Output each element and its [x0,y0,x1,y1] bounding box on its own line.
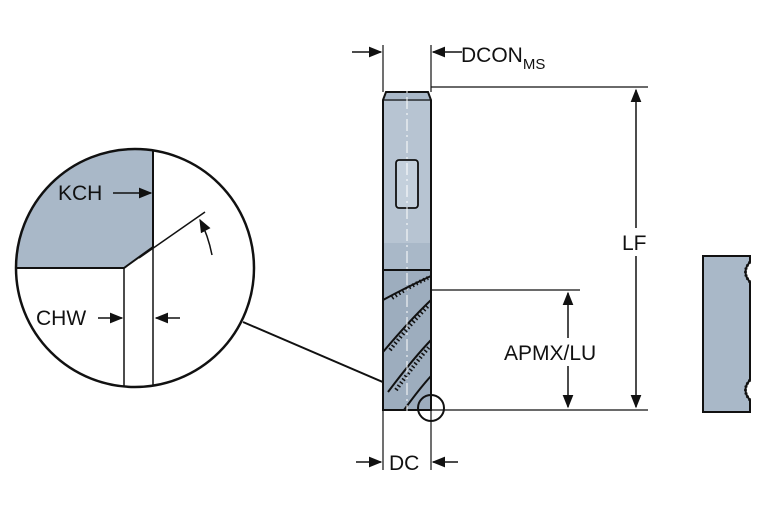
flute-edge-hatch [388,276,432,392]
detail-circle-outline [14,147,256,389]
detail-angle-line [138,211,206,259]
angle-arc [199,218,213,256]
chw-label: CHW [36,307,86,330]
detail-circle: KCH CHW [14,147,256,389]
dcon-dimension: DCONMS [352,44,545,92]
dc-label: DC [389,452,419,475]
apmx-label: APMX/LU [504,342,596,365]
detail-chamfer-fill [16,149,153,268]
dcon-label: DCONMS [461,44,545,73]
dc-dimension: DC [356,410,458,475]
tool-side-profile [702,255,752,413]
lf-dimension: LF [431,86,654,411]
flute-helix-2 [382,299,432,353]
end-mill-tool [382,75,445,422]
lf-label: LF [622,232,647,255]
detail-chamfer-edge [16,149,154,269]
kch-label: KCH [58,182,102,205]
apmx-dimension: APMX/LU [431,289,614,409]
flute-helix-3 [387,339,432,393]
